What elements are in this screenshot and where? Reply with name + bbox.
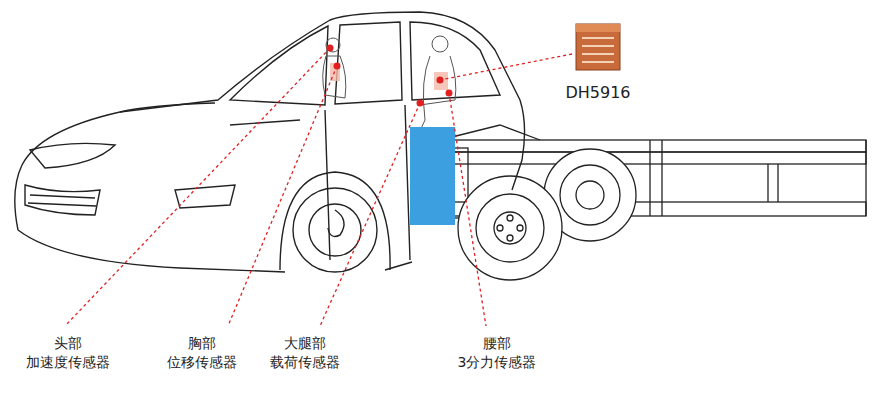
sensor-label: 胸部 位移传感器 (165, 334, 239, 372)
wheel-arch (280, 172, 390, 270)
sensor-dot (437, 77, 444, 84)
leader-line (65, 48, 330, 326)
car-outline (15, 12, 525, 230)
door-lines (325, 105, 410, 260)
grille (25, 185, 100, 215)
dummy-torso (323, 56, 346, 98)
wheel-bolt (517, 225, 523, 231)
sensor-dot (334, 63, 341, 70)
wheel-bolt (507, 235, 513, 241)
wheel-bolt (497, 225, 503, 231)
leader-line (440, 54, 572, 80)
wheel-bolt (507, 215, 513, 221)
sensor-dot (446, 90, 453, 97)
sensor-dot (327, 45, 334, 52)
device-label: DH5916 (563, 82, 632, 104)
sensor-label: 腰部 3分力传感器 (456, 334, 539, 372)
rim-swirl (328, 210, 344, 236)
frame-rail (440, 140, 866, 152)
grille-bars (28, 195, 96, 206)
waist-sensor-pad (434, 72, 448, 90)
car-wheel-rim (309, 204, 361, 256)
leader-line (320, 103, 420, 326)
frame-rail (440, 152, 866, 164)
dummies (323, 36, 456, 140)
car-body (15, 12, 525, 272)
device-box (576, 24, 620, 70)
frame-cross (649, 140, 650, 216)
wheel-hub (576, 181, 604, 209)
hood-line (120, 103, 215, 112)
leader-line (449, 93, 486, 326)
wheel-hub (494, 212, 526, 244)
device-slots (582, 38, 614, 62)
dummy-head (432, 36, 448, 52)
wheel (458, 176, 562, 280)
device-top (576, 24, 620, 32)
sensor-dots (327, 45, 453, 107)
leader-line (228, 66, 337, 326)
dummy-head (326, 38, 340, 52)
car-wheel (293, 188, 377, 272)
sensor-label: 大腿部 载荷传感器 (268, 334, 342, 372)
mirror (230, 120, 300, 125)
headlight (30, 143, 115, 168)
truck-wheels (458, 149, 636, 280)
frame-cross (661, 140, 662, 216)
sensor-dot (417, 100, 424, 107)
frame-end (865, 140, 866, 216)
dh5916-device (576, 24, 620, 70)
car-bottom (18, 230, 285, 272)
frame-cross (777, 164, 778, 202)
leader-lines (65, 48, 572, 326)
wheel-rim (476, 194, 544, 262)
impact-barrier (410, 127, 455, 225)
bumper-vent (175, 185, 235, 208)
frame-cross (767, 164, 768, 202)
sensor-label: 头部 加速度传感器 (24, 334, 112, 372)
car-sill (385, 262, 412, 270)
wheel-rim (560, 165, 620, 225)
front-window (335, 22, 402, 104)
